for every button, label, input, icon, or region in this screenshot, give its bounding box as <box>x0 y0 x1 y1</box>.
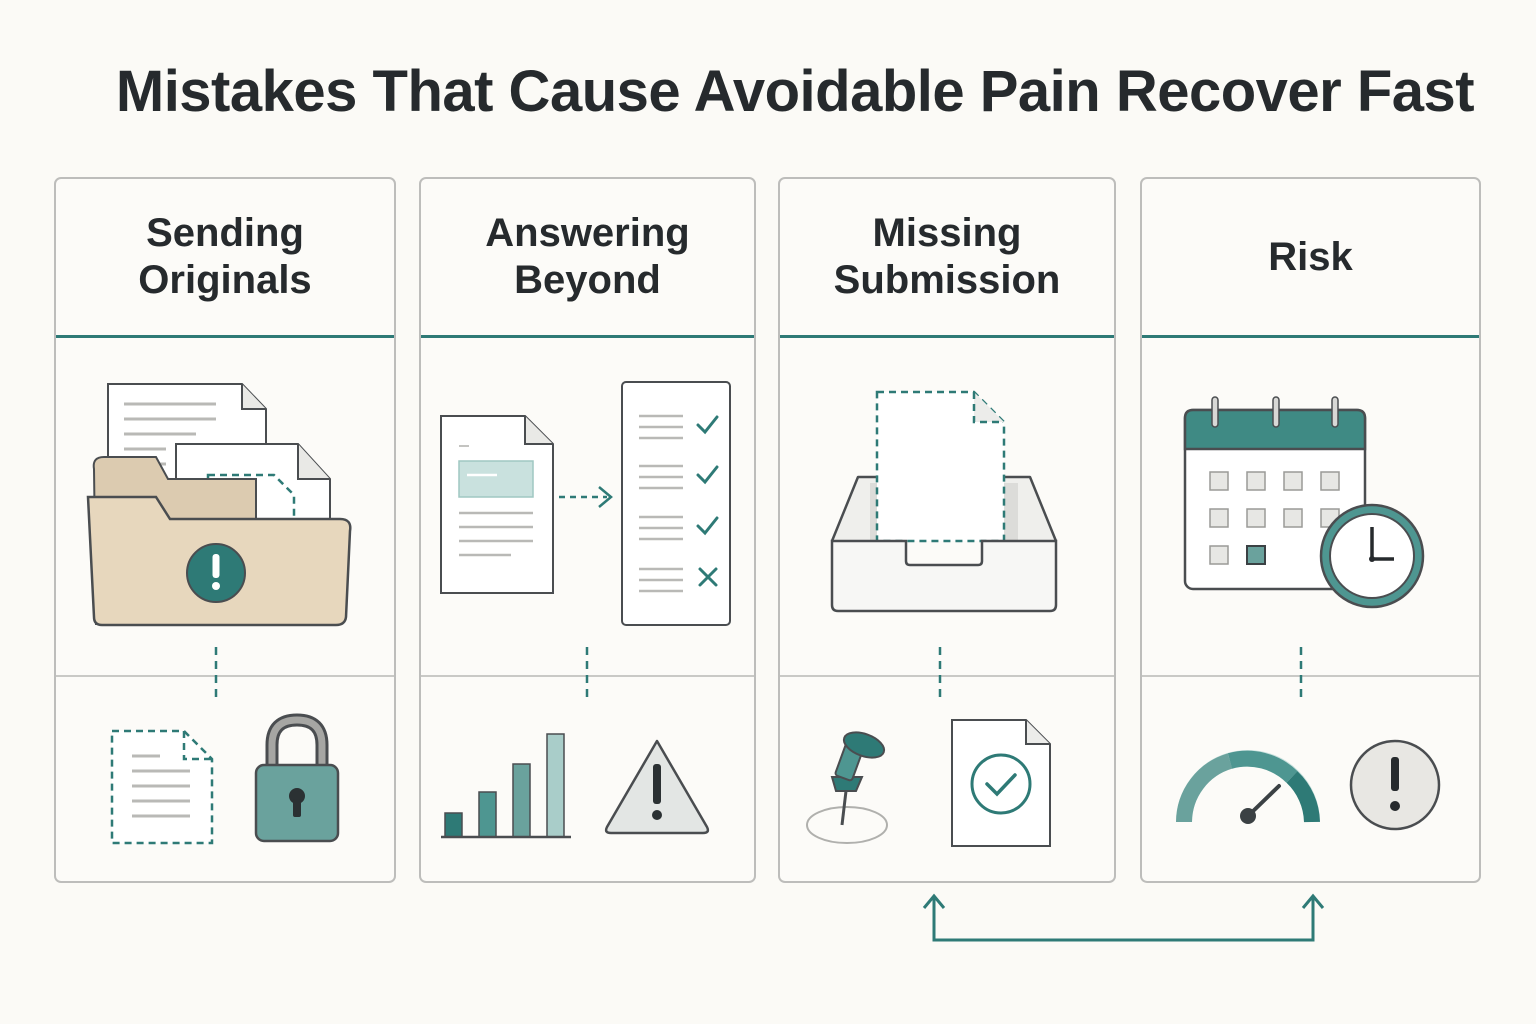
panel-missing-submission: Missing Submission <box>778 177 1116 883</box>
clock-icon <box>1319 503 1425 609</box>
panel-header: Sending Originals <box>56 179 394 338</box>
panel-illustrations <box>86 383 352 845</box>
panel-illustrations <box>806 390 1058 847</box>
panel-illustrations <box>1176 396 1441 831</box>
panel-illustrations <box>440 381 731 839</box>
lock-icon <box>254 713 340 843</box>
panel-title: Risk <box>1268 234 1353 279</box>
panel-answering-beyond: Answering Beyond <box>419 177 756 883</box>
panel-risk: Risk <box>1140 177 1481 883</box>
alert-icon <box>186 543 246 603</box>
pushpin-icon <box>806 731 888 844</box>
divider <box>780 675 1114 677</box>
calendar-icon <box>1183 396 1367 591</box>
inbox-tray-front <box>830 539 1058 613</box>
page-title: Mistakes That Cause Avoidable Pain Recov… <box>115 59 1475 124</box>
divider <box>56 675 394 677</box>
arrow-right-icon <box>559 486 613 508</box>
panel-title: Answering Beyond <box>485 211 690 302</box>
warning-icon <box>604 739 710 835</box>
bar-chart-icon <box>441 733 571 839</box>
alert-icon <box>1349 739 1441 831</box>
panel-title: Sending Originals <box>138 211 312 302</box>
dashed-document-icon <box>875 390 1006 543</box>
panel-header: Risk <box>1142 179 1479 338</box>
dashed-document-icon <box>110 729 214 845</box>
document-check-icon <box>951 719 1051 847</box>
gauge-icon <box>1176 750 1320 824</box>
panel-sending-originals: Sending Originals <box>54 177 396 883</box>
panel-title: Missing Submission <box>833 211 1061 302</box>
divider <box>1142 675 1479 677</box>
panel-header: Answering Beyond <box>421 179 754 338</box>
panel-header: Missing Submission <box>780 179 1114 338</box>
checklist-icon <box>621 381 731 626</box>
document-icon <box>440 415 554 594</box>
